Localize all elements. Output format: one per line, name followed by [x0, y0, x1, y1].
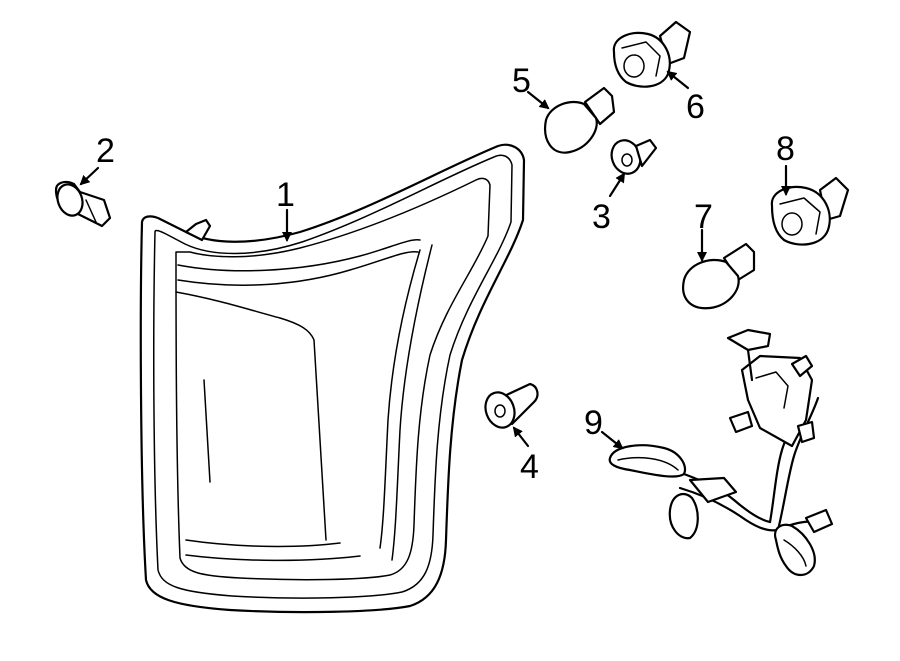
bulb-socket-6: [612, 20, 692, 88]
bulb-7: [682, 242, 756, 310]
callout-9: 9: [584, 404, 603, 442]
callout-7: 7: [694, 198, 713, 236]
callout-5: 5: [512, 62, 531, 100]
bulb-5: [544, 86, 616, 154]
wiring-harness: [608, 328, 834, 577]
bulb-socket-8: [770, 176, 850, 246]
callout-6: 6: [686, 88, 705, 126]
push-pin-fastener: [54, 180, 112, 228]
leader-arrows: [79, 70, 791, 450]
mounting-stud: [484, 382, 539, 429]
callout-1: 1: [276, 176, 295, 214]
callout-3: 3: [592, 198, 611, 236]
callout-8: 8: [776, 130, 795, 168]
callout-2: 2: [96, 132, 115, 170]
tail-lamp-assembly: [139, 143, 526, 614]
callout-4: 4: [520, 448, 539, 486]
small-push-pin: [610, 138, 658, 175]
